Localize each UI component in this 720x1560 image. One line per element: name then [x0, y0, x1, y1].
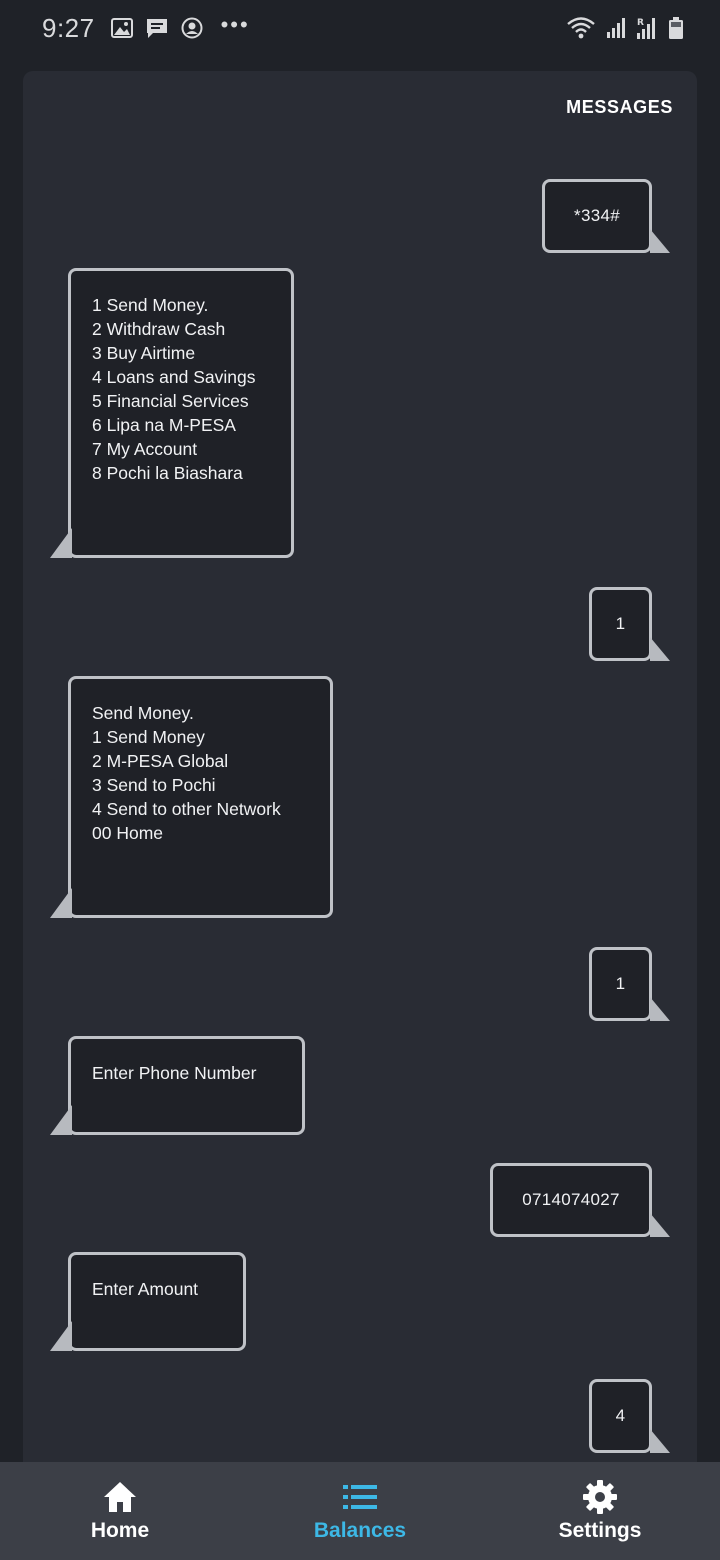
signal-roaming-icon: R [636, 16, 658, 40]
nav-item-settings[interactable]: Settings [480, 1462, 720, 1560]
menu-line: 2 M-PESA Global [92, 751, 229, 771]
message-icon [145, 17, 169, 39]
more-icon: ••• [220, 12, 250, 37]
battery-icon [668, 16, 684, 40]
menu-line: 00 Home [92, 823, 164, 843]
menu-line: 8 Pochi la Biashara [92, 463, 243, 483]
gear-icon [582, 1479, 618, 1515]
nav-item-label: Home [90, 1519, 150, 1542]
bottom-nav: Home Balances [0, 1462, 720, 1560]
received-message: 1 Send Money. 2 Withdraw Cash 3 Buy Airt… [68, 268, 294, 558]
menu-line: 6 Lipa na M-PESA [92, 415, 236, 435]
sent-message: 1 [589, 587, 652, 661]
list-icon [343, 1479, 377, 1515]
menu-line: 3 Send to Pochi [92, 775, 216, 795]
sent-message-text: 1 [615, 974, 626, 993]
page-title: MESSAGES [566, 97, 673, 117]
received-message: Enter Phone Number [68, 1036, 305, 1135]
sent-message: *334# [542, 179, 652, 253]
status-time: 9:27 [42, 12, 95, 43]
menu-line: 1 Send Money [92, 727, 205, 747]
sent-message-tail [650, 1429, 670, 1453]
system-icons: R [566, 16, 684, 40]
account-icon [181, 17, 203, 39]
menu-line: 4 Loans and Savings [92, 367, 256, 387]
nav-item-label: Settings [558, 1519, 642, 1542]
signal-icon [606, 17, 626, 39]
home-icon [102, 1479, 138, 1515]
menu-line: 1 Send Money. [92, 295, 209, 315]
status-bar: 9:27 ••• R [0, 0, 720, 56]
menu-line: 4 Send to other Network [92, 799, 281, 819]
prompt-line: Enter Phone Number [92, 1063, 257, 1083]
messages-panel[interactable]: MESSAGES *334# 1 Send Money. 2 Withdraw … [23, 71, 697, 1491]
notification-icons: ••• [110, 12, 250, 39]
nav-item-balances[interactable]: Balances [240, 1462, 480, 1560]
nav-item-label: Balances [313, 1519, 407, 1542]
sent-message-text: *334# [574, 206, 620, 225]
sent-message-tail [650, 997, 670, 1021]
prompt-line: Enter Amount [92, 1279, 199, 1299]
sent-message-text: 0714074027 [522, 1190, 620, 1209]
received-message: Send Money. 1 Send Money 2 M-PESA Global… [68, 676, 333, 918]
sent-message: 4 [589, 1379, 652, 1453]
menu-line: 2 Withdraw Cash [92, 319, 226, 339]
menu-line: 5 Financial Services [92, 391, 249, 411]
sent-message-tail [650, 1213, 670, 1237]
received-message-tail [50, 888, 72, 918]
sent-message: 0714074027 [490, 1163, 652, 1237]
sent-message-text: 4 [615, 1406, 626, 1425]
menu-line: 7 My Account [92, 439, 198, 459]
menu-line: 3 Buy Airtime [92, 343, 196, 363]
nav-item-home[interactable]: Home [0, 1462, 240, 1560]
sent-message: 1 [589, 947, 652, 1021]
menu-line: Send Money. [92, 703, 194, 723]
received-message-tail [50, 1321, 72, 1351]
image-icon [110, 18, 133, 38]
received-message-tail [50, 528, 72, 558]
svg-text:R: R [637, 18, 644, 28]
wifi-icon [566, 16, 596, 40]
sent-message-tail [650, 229, 670, 253]
sent-message-tail [650, 637, 670, 661]
received-message-tail [50, 1105, 72, 1135]
received-message: Enter Amount [68, 1252, 246, 1351]
sent-message-text: 1 [615, 614, 626, 633]
